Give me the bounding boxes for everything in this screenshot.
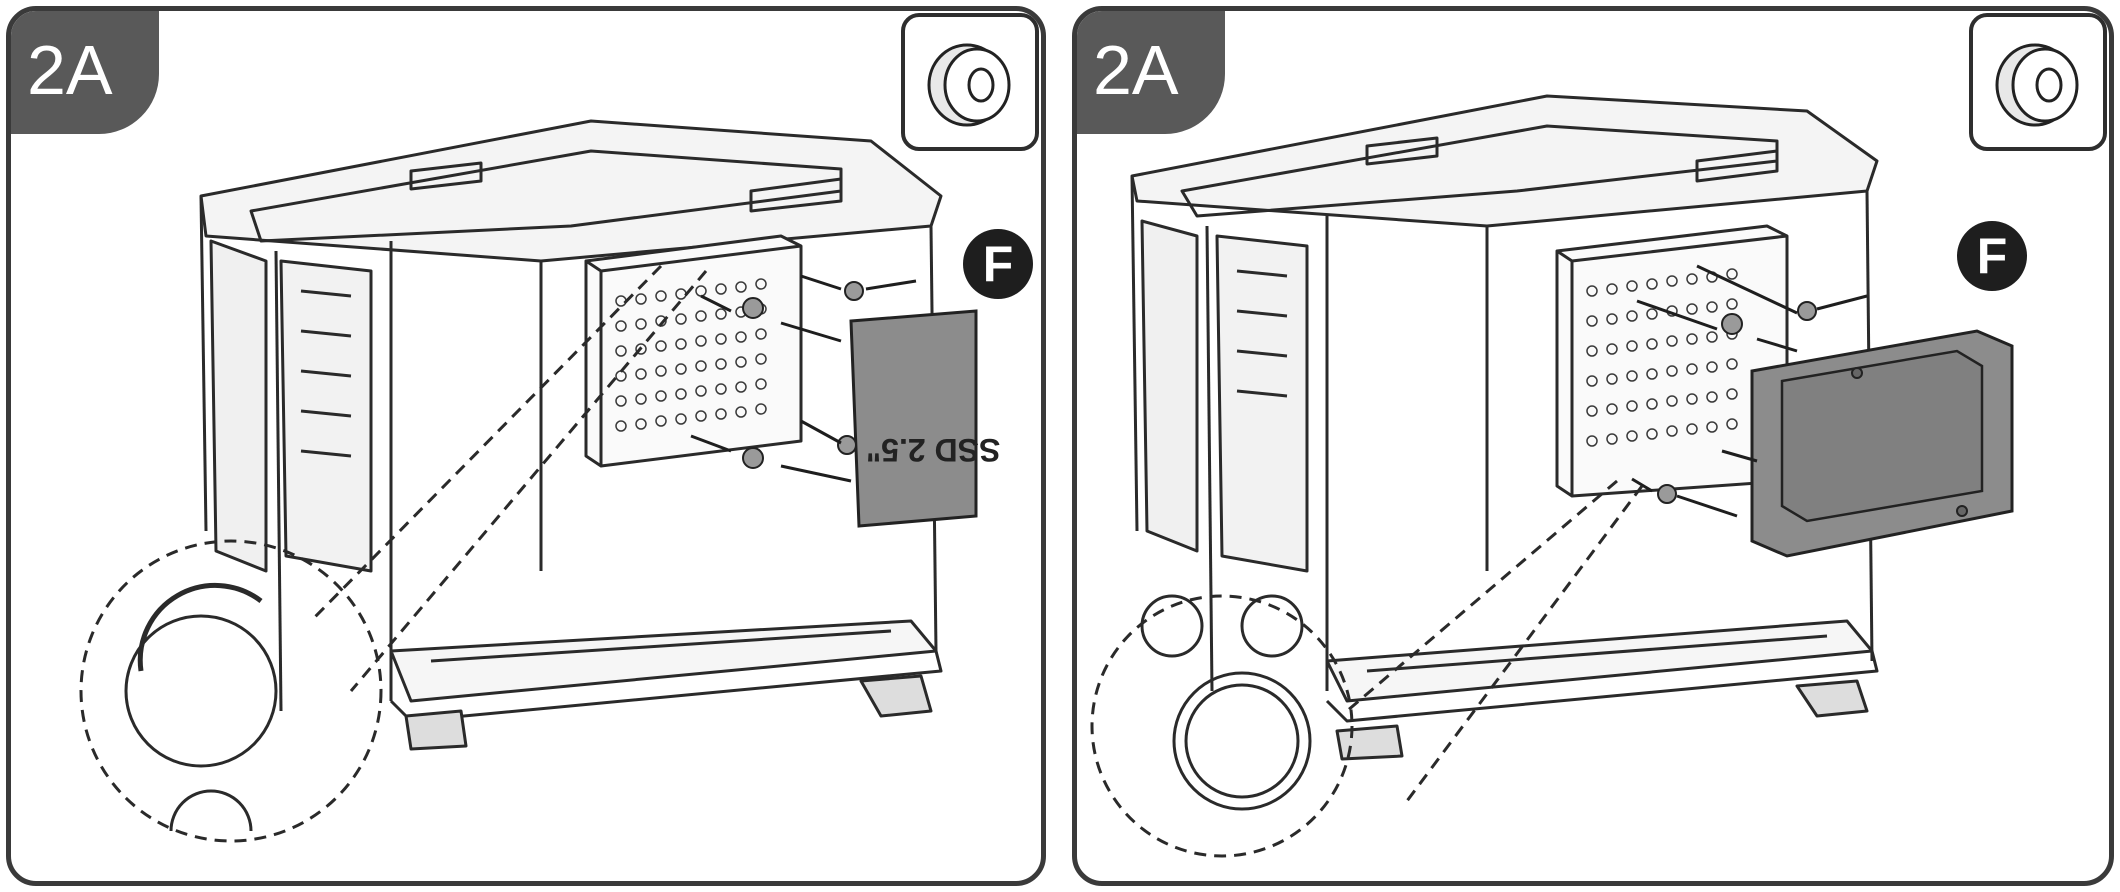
case-illustration: [1090, 94, 2014, 858]
grommet-legend: [1969, 13, 2107, 151]
callout-f: F: [1957, 221, 2027, 291]
ssd-drive-label: SSD 2.5": [866, 432, 1001, 468]
step-label: 2A: [27, 31, 113, 109]
case-illustration: [79, 119, 978, 843]
step-tab: 2A: [1077, 11, 1225, 134]
hdd-3-5-drive-icon: [1750, 329, 2014, 558]
grommet-legend: [901, 13, 1039, 151]
ssd-2-5-drive-icon: [849, 309, 978, 528]
callout-f: F: [963, 229, 1033, 299]
step-tab: 2A: [11, 11, 159, 134]
step-panel-ssd: 2A: [6, 6, 1046, 886]
rubber-grommet-icon: [927, 43, 1011, 127]
rubber-grommet-icon: [1995, 43, 2079, 127]
step-panel-hdd: 2A: [1072, 6, 2114, 886]
step-label: 2A: [1093, 31, 1179, 109]
